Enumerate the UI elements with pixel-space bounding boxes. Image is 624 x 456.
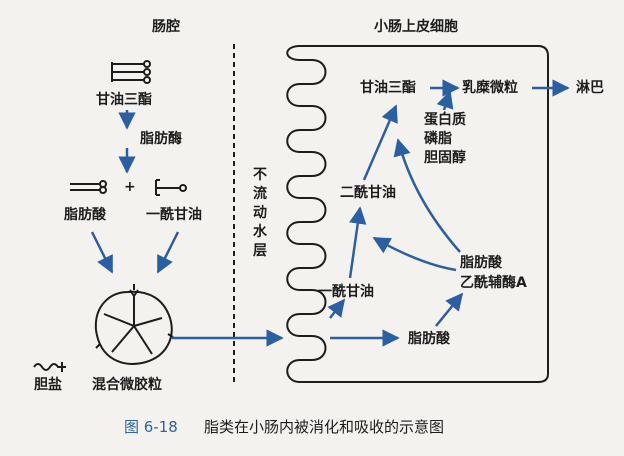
arrow-mg-to-dg (348, 206, 367, 279)
figure-number: 图 6-18 (124, 418, 178, 436)
arrow-dg-to-tg (362, 104, 398, 181)
fatty-acid-lumen-label: 脂肪酸 (64, 207, 106, 223)
epithelial-cell-heading: 小肠上皮细胞 (374, 19, 458, 35)
lipase-label: 脂肪酶 (140, 131, 182, 147)
plus-sign: + (124, 179, 136, 195)
arrow-mg-to-micelle (156, 231, 180, 274)
unstirred-water-layer-label: 不流动水层 (253, 167, 267, 259)
mixed-micelle-label: 混合微胶粒 (92, 377, 162, 393)
monoglyceride-lumen-label: 一酰甘油 (146, 207, 202, 223)
arrow-faco-to-mg (372, 236, 457, 272)
fatty-acid-cell-label: 脂肪酸 (408, 331, 450, 347)
fatty-acid-molecule-icon (70, 180, 107, 194)
epithelial-cell-outline (286, 45, 549, 383)
arrow-proteins-to-chylomicron (436, 90, 454, 111)
monoglyceride-molecule-icon (155, 179, 187, 196)
bile-salt-label: 胆盐 (34, 377, 62, 393)
fatty-acid-coa-label-line1: 脂肪酸 (460, 255, 502, 271)
arrow-fa-to-facoa (435, 292, 464, 327)
bile-salt-icon (33, 362, 66, 372)
arrow-fa-to-micelle (90, 231, 114, 274)
triglyceride-cell-label: 甘油三酯 (360, 80, 416, 96)
arrow-faco-to-tg (393, 138, 461, 253)
lumen-heading: 肠腔 (152, 19, 180, 35)
triglyceride-molecule-icon (111, 60, 151, 84)
mixed-micelle-icon (94, 284, 174, 365)
pathway-arrows (90, 79, 570, 347)
figure-caption: 脂类在小肠内被消化和吸收的示意图 (204, 418, 445, 436)
chylomicron-label: 乳糜微粒 (462, 80, 518, 96)
cholesterol-label: 胆固醇 (424, 150, 466, 166)
phospholipid-label: 磷脂 (424, 131, 452, 147)
monoglyceride-cell-label: 一酰甘油 (318, 284, 374, 300)
protein-label: 蛋白质 (424, 112, 466, 128)
arrow-mg-entry (327, 298, 346, 319)
diglyceride-label: 二酰甘油 (340, 185, 396, 201)
triglyceride-lumen-label: 甘油三酯 (96, 92, 152, 108)
fatty-acid-coa-label-line2: 乙酰辅酶A (460, 275, 527, 291)
lymph-label: 淋巴 (576, 80, 604, 96)
